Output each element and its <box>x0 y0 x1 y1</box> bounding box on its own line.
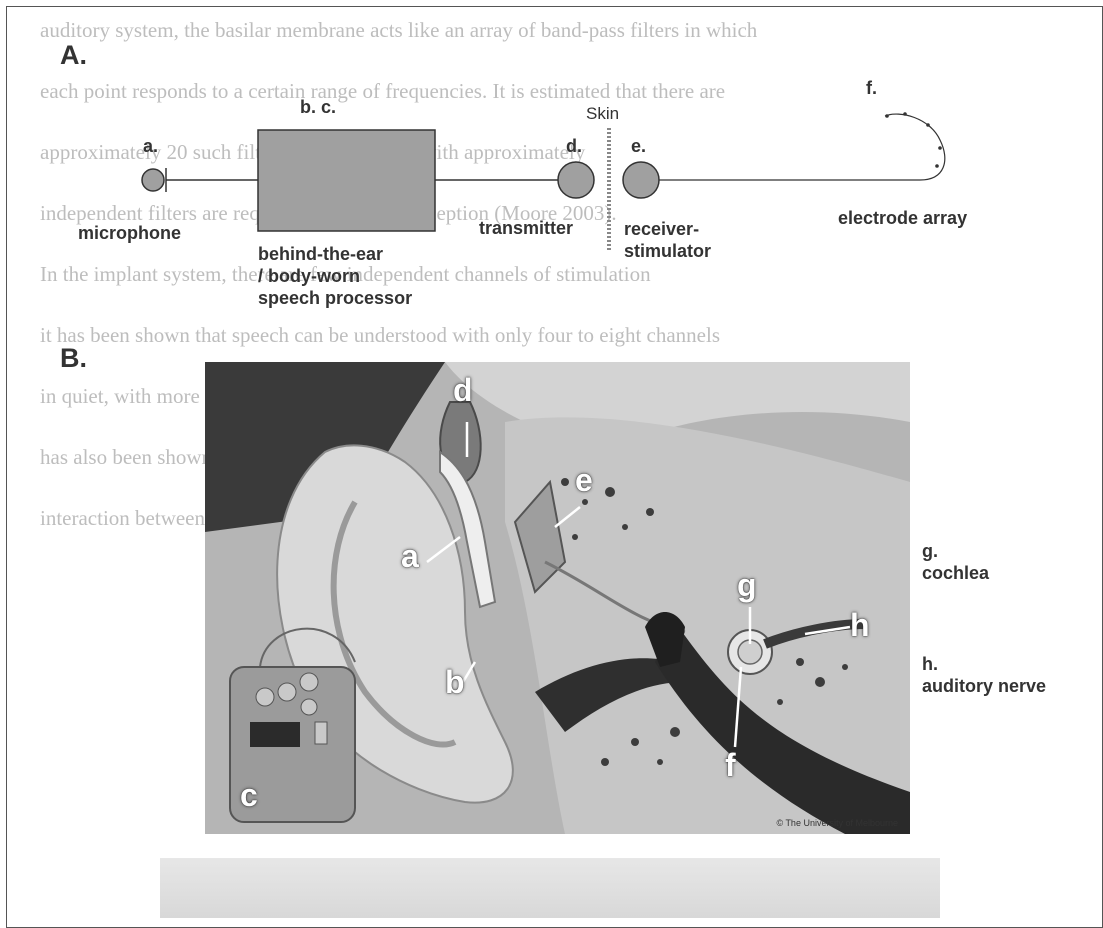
transmitter-label: transmitter <box>479 218 573 239</box>
speech-processor-label: behind-the-ear / body-worn speech proces… <box>258 243 412 309</box>
photo-letter-e: e <box>575 462 593 499</box>
cochlea-label: g. cochlea <box>922 540 989 584</box>
label-bc-letter: b. c. <box>300 97 336 118</box>
receiver-stimulator-shape <box>623 162 659 198</box>
speech-processor-box <box>258 130 435 231</box>
microphone-shape <box>142 169 164 191</box>
auditory-nerve-label: h. auditory nerve <box>922 653 1046 697</box>
photo-letter-f: f <box>725 747 736 784</box>
photo-letter-a: a <box>401 538 419 575</box>
cochlear-implant-illustration: d e a b c g h f © The University of Melb… <box>205 362 910 834</box>
electrode-contact <box>926 123 930 127</box>
electrode-contact <box>938 146 942 150</box>
electrode-contact <box>885 114 889 118</box>
panel-b-letter: B. <box>60 343 87 374</box>
transmitter-shape <box>558 162 594 198</box>
electrode-contact <box>903 112 907 116</box>
label-f-letter: f. <box>866 78 877 99</box>
implant-schematic <box>0 0 1103 340</box>
skin-label: Skin <box>586 104 619 124</box>
electrode-array-label: electrode array <box>838 208 967 229</box>
photo-letter-h: h <box>850 607 870 644</box>
copyright-text: © The University of Melbourne <box>776 818 898 828</box>
receiver-stimulator-label: receiver- stimulator <box>624 218 711 262</box>
photo-letter-b: b <box>445 664 465 701</box>
label-d-letter: d. <box>566 136 582 157</box>
electrode-contact <box>935 164 939 168</box>
electrode-array-lead <box>659 114 945 180</box>
photo-letter-c: c <box>240 777 258 814</box>
lower-image-edge <box>160 858 940 918</box>
label-a-letter: a. <box>143 136 158 157</box>
label-e-letter: e. <box>631 136 646 157</box>
microphone-label: microphone <box>78 223 181 244</box>
photo-letter-d: d <box>453 372 473 409</box>
photo-letter-g: g <box>737 567 757 604</box>
